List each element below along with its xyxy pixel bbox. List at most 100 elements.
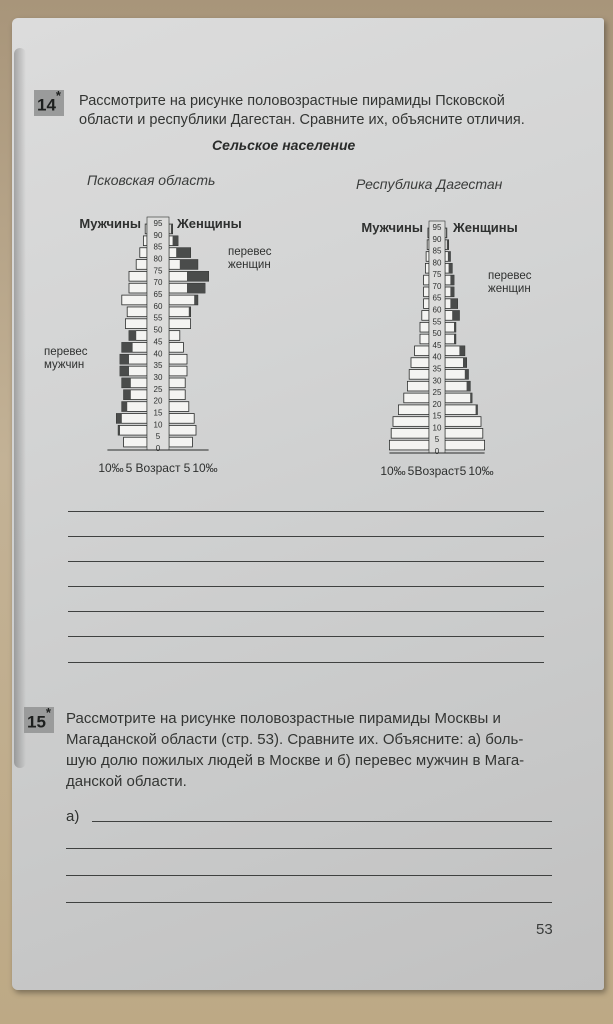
female-bar xyxy=(168,342,184,353)
male-excess-mark xyxy=(121,342,133,353)
women-label: Женщины xyxy=(176,216,242,231)
axis-label-right-max: 10‰ xyxy=(468,464,493,478)
female-excess-mark xyxy=(170,224,173,234)
female-excess-mark xyxy=(176,247,191,258)
female-excess-mark xyxy=(452,310,460,321)
age-tick-label: 55 xyxy=(154,314,163,323)
male-bar xyxy=(419,321,430,333)
axis-label-left-max: 10‰ xyxy=(380,464,405,478)
task-15-line-4: данской области. xyxy=(66,773,187,790)
female-excess-mark xyxy=(179,259,198,270)
task-15-text: Рассмотрите на рисунке половозрастные пи… xyxy=(66,708,596,792)
age-tick-label: 95 xyxy=(433,223,442,232)
answer-label-a: а) xyxy=(66,808,80,825)
male-bar xyxy=(423,298,430,309)
age-tick-label: 85 xyxy=(154,243,163,252)
male-bar xyxy=(419,333,430,345)
age-tick-label: 10 xyxy=(154,420,163,429)
female-excess-mark xyxy=(172,235,178,246)
answer-line[interactable] xyxy=(68,561,544,562)
age-tick-label: 95 xyxy=(154,219,163,228)
female-bar xyxy=(168,306,192,318)
female-bar xyxy=(444,392,473,404)
age-tick-label: 15 xyxy=(154,408,163,417)
answer-line[interactable] xyxy=(66,848,552,849)
male-bar xyxy=(423,274,430,286)
task-14-line-1: Рассмотрите на рисунке половозрастные пи… xyxy=(79,93,505,109)
female-bar xyxy=(168,377,186,389)
male-bar xyxy=(117,424,148,436)
female-excess-mark xyxy=(446,228,447,238)
female-excess-mark xyxy=(464,369,469,380)
answer-line[interactable] xyxy=(68,536,544,537)
axis-label-center: Возраст xyxy=(415,464,460,478)
male-bar xyxy=(414,345,430,357)
female-bar xyxy=(444,380,471,392)
female-bar xyxy=(168,318,192,329)
men-label: Мужчины xyxy=(79,216,141,231)
axis-label-right-max: 10‰ xyxy=(192,461,217,475)
female-bar xyxy=(444,439,485,451)
age-tick-label: 65 xyxy=(154,290,163,299)
task-14-number: 14* xyxy=(34,88,64,116)
age-tick-label: 0 xyxy=(435,447,440,456)
female-excess-mark xyxy=(450,275,454,285)
female-excess-mark xyxy=(188,306,191,317)
female-excess-mark xyxy=(463,357,467,368)
female-bar xyxy=(168,353,188,365)
answer-line[interactable] xyxy=(66,902,552,903)
male-bar xyxy=(388,439,430,451)
male-bar xyxy=(408,369,430,380)
female-bar xyxy=(168,436,193,448)
male-bar xyxy=(406,380,430,392)
answer-line[interactable] xyxy=(68,636,544,637)
answer-line[interactable] xyxy=(66,875,552,876)
answer-line[interactable] xyxy=(68,586,544,587)
age-tick-label: 60 xyxy=(433,306,442,315)
female-bar xyxy=(168,413,195,424)
male-excess-mark xyxy=(118,425,120,436)
answer-line[interactable] xyxy=(68,662,544,663)
pyramid-title-pskov: Псковская область xyxy=(87,172,216,188)
female-excess-mark xyxy=(187,271,209,282)
age-tick-label: 65 xyxy=(433,294,442,303)
age-tick-label: 50 xyxy=(154,326,163,335)
task-15-number: 15* xyxy=(24,705,54,733)
axis-label-center: Возраст xyxy=(136,461,181,475)
age-tick-label: 30 xyxy=(433,376,442,385)
men-excess-note-line1: перевес xyxy=(44,346,88,358)
female-excess-mark xyxy=(194,295,198,305)
female-excess-mark xyxy=(459,345,465,356)
male-excess-mark xyxy=(120,366,129,376)
figure-title: Сельское население xyxy=(212,137,356,153)
age-tick-label: 80 xyxy=(154,255,163,264)
male-bar xyxy=(139,247,148,258)
female-bar xyxy=(168,424,197,436)
age-tick-label: 35 xyxy=(433,364,442,373)
male-excess-mark xyxy=(121,378,131,388)
age-tick-label: 70 xyxy=(154,278,163,287)
population-pyramids: 9590858075706560555045403530252015105010… xyxy=(44,216,532,478)
age-tick-label: 70 xyxy=(433,282,442,291)
age-tick-label: 45 xyxy=(433,341,442,350)
female-bar xyxy=(168,294,199,306)
female-excess-mark xyxy=(466,381,471,391)
pyramid-dagestan: 9590858075706560555045403530252015105010… xyxy=(361,220,531,478)
answer-line[interactable] xyxy=(68,611,544,612)
women-excess-note-2-line2: женщин xyxy=(488,283,531,295)
pyramid-title-dagestan: Республика Дагестан xyxy=(356,176,503,192)
male-bar xyxy=(128,282,148,294)
age-tick-label: 80 xyxy=(433,258,442,267)
answer-line[interactable] xyxy=(68,511,544,512)
age-tick-label: 40 xyxy=(154,349,163,358)
age-tick-label: 35 xyxy=(154,361,163,370)
female-bar xyxy=(444,428,484,439)
male-bar xyxy=(135,259,148,270)
age-tick-label: 5 xyxy=(156,432,161,441)
male-bar xyxy=(421,310,430,321)
women-label: Женщины xyxy=(452,220,518,235)
female-bar xyxy=(168,330,181,341)
male-bar xyxy=(425,251,430,262)
pyramid-pskov: 9590858075706560555045403530252015105010… xyxy=(44,216,272,475)
answer-line-a[interactable] xyxy=(92,821,552,822)
